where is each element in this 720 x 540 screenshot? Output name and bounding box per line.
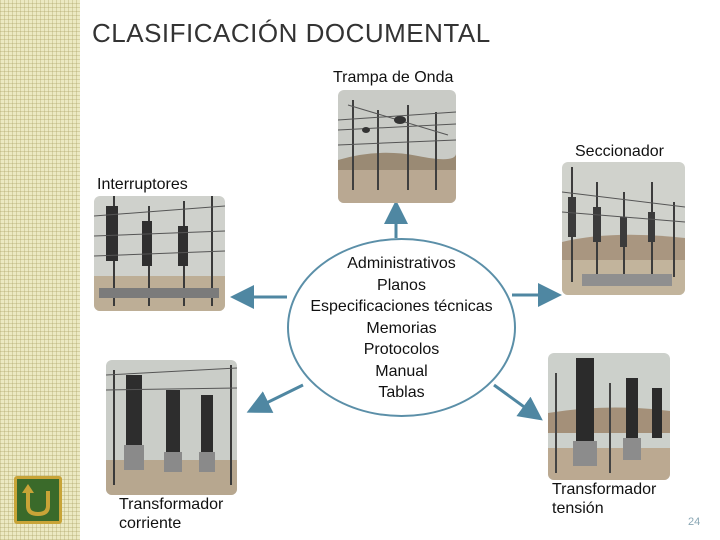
page-number: 24 [688, 516, 700, 528]
hub-item: Administrativos [287, 253, 516, 275]
label-interruptores: Interruptores [97, 175, 188, 194]
label-transformador-corriente: Transformador corriente [119, 495, 223, 533]
label-tt-line2: tensión [552, 499, 656, 518]
label-tc-line2: corriente [119, 514, 223, 533]
hub-document-list: Administrativos Planos Especificaciones … [287, 253, 516, 404]
hub-item: Protocolos [287, 339, 516, 361]
label-seccionador: Seccionador [575, 142, 664, 161]
hub-item: Planos [287, 275, 516, 297]
photo-transformador-corriente [106, 360, 237, 495]
label-tc-line1: Transformador [119, 495, 223, 514]
label-trampa-de-onda: Trampa de Onda [333, 68, 453, 87]
hub-item: Memorias [287, 318, 516, 340]
label-transformador-tension: Transformador tensión [552, 480, 656, 518]
photo-trampa-de-onda [338, 90, 456, 203]
hub-item: Tablas [287, 382, 516, 404]
photo-seccionador [562, 162, 685, 295]
photo-interruptores [94, 196, 225, 311]
back-button[interactable] [14, 476, 62, 524]
photo-transformador-tension [548, 353, 670, 480]
u-turn-arrow-icon [17, 479, 59, 521]
hub-item: Especificaciones técnicas [287, 296, 516, 318]
hub-item: Manual [287, 361, 516, 383]
label-tt-line1: Transformador [552, 480, 656, 499]
